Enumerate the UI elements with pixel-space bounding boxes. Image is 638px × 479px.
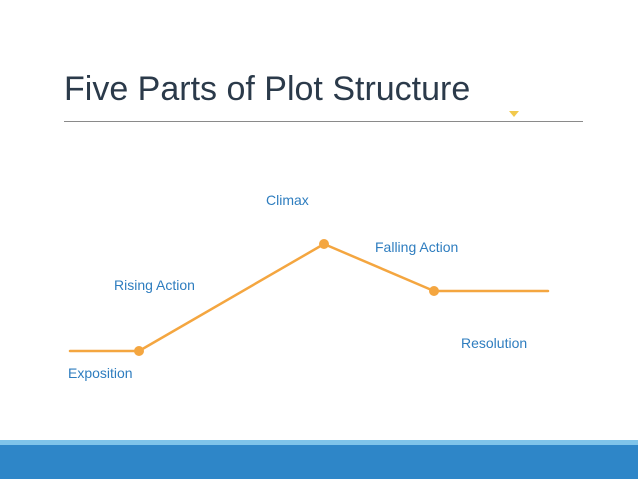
label-climax: Climax <box>266 192 309 208</box>
slide-title: Five Parts of Plot Structure <box>64 70 471 108</box>
label-rising-action: Rising Action <box>114 277 195 293</box>
footer-accent-bar <box>0 440 638 445</box>
corner-accent-icon <box>509 111 519 117</box>
label-exposition: Exposition <box>68 365 133 381</box>
label-falling-action: Falling Action <box>375 239 458 255</box>
title-divider <box>64 121 583 122</box>
rising-action-start-point <box>134 346 144 356</box>
climax-point <box>319 239 329 249</box>
footer-bar <box>0 445 638 479</box>
label-resolution: Resolution <box>461 335 527 351</box>
falling-action-end-point <box>429 286 439 296</box>
